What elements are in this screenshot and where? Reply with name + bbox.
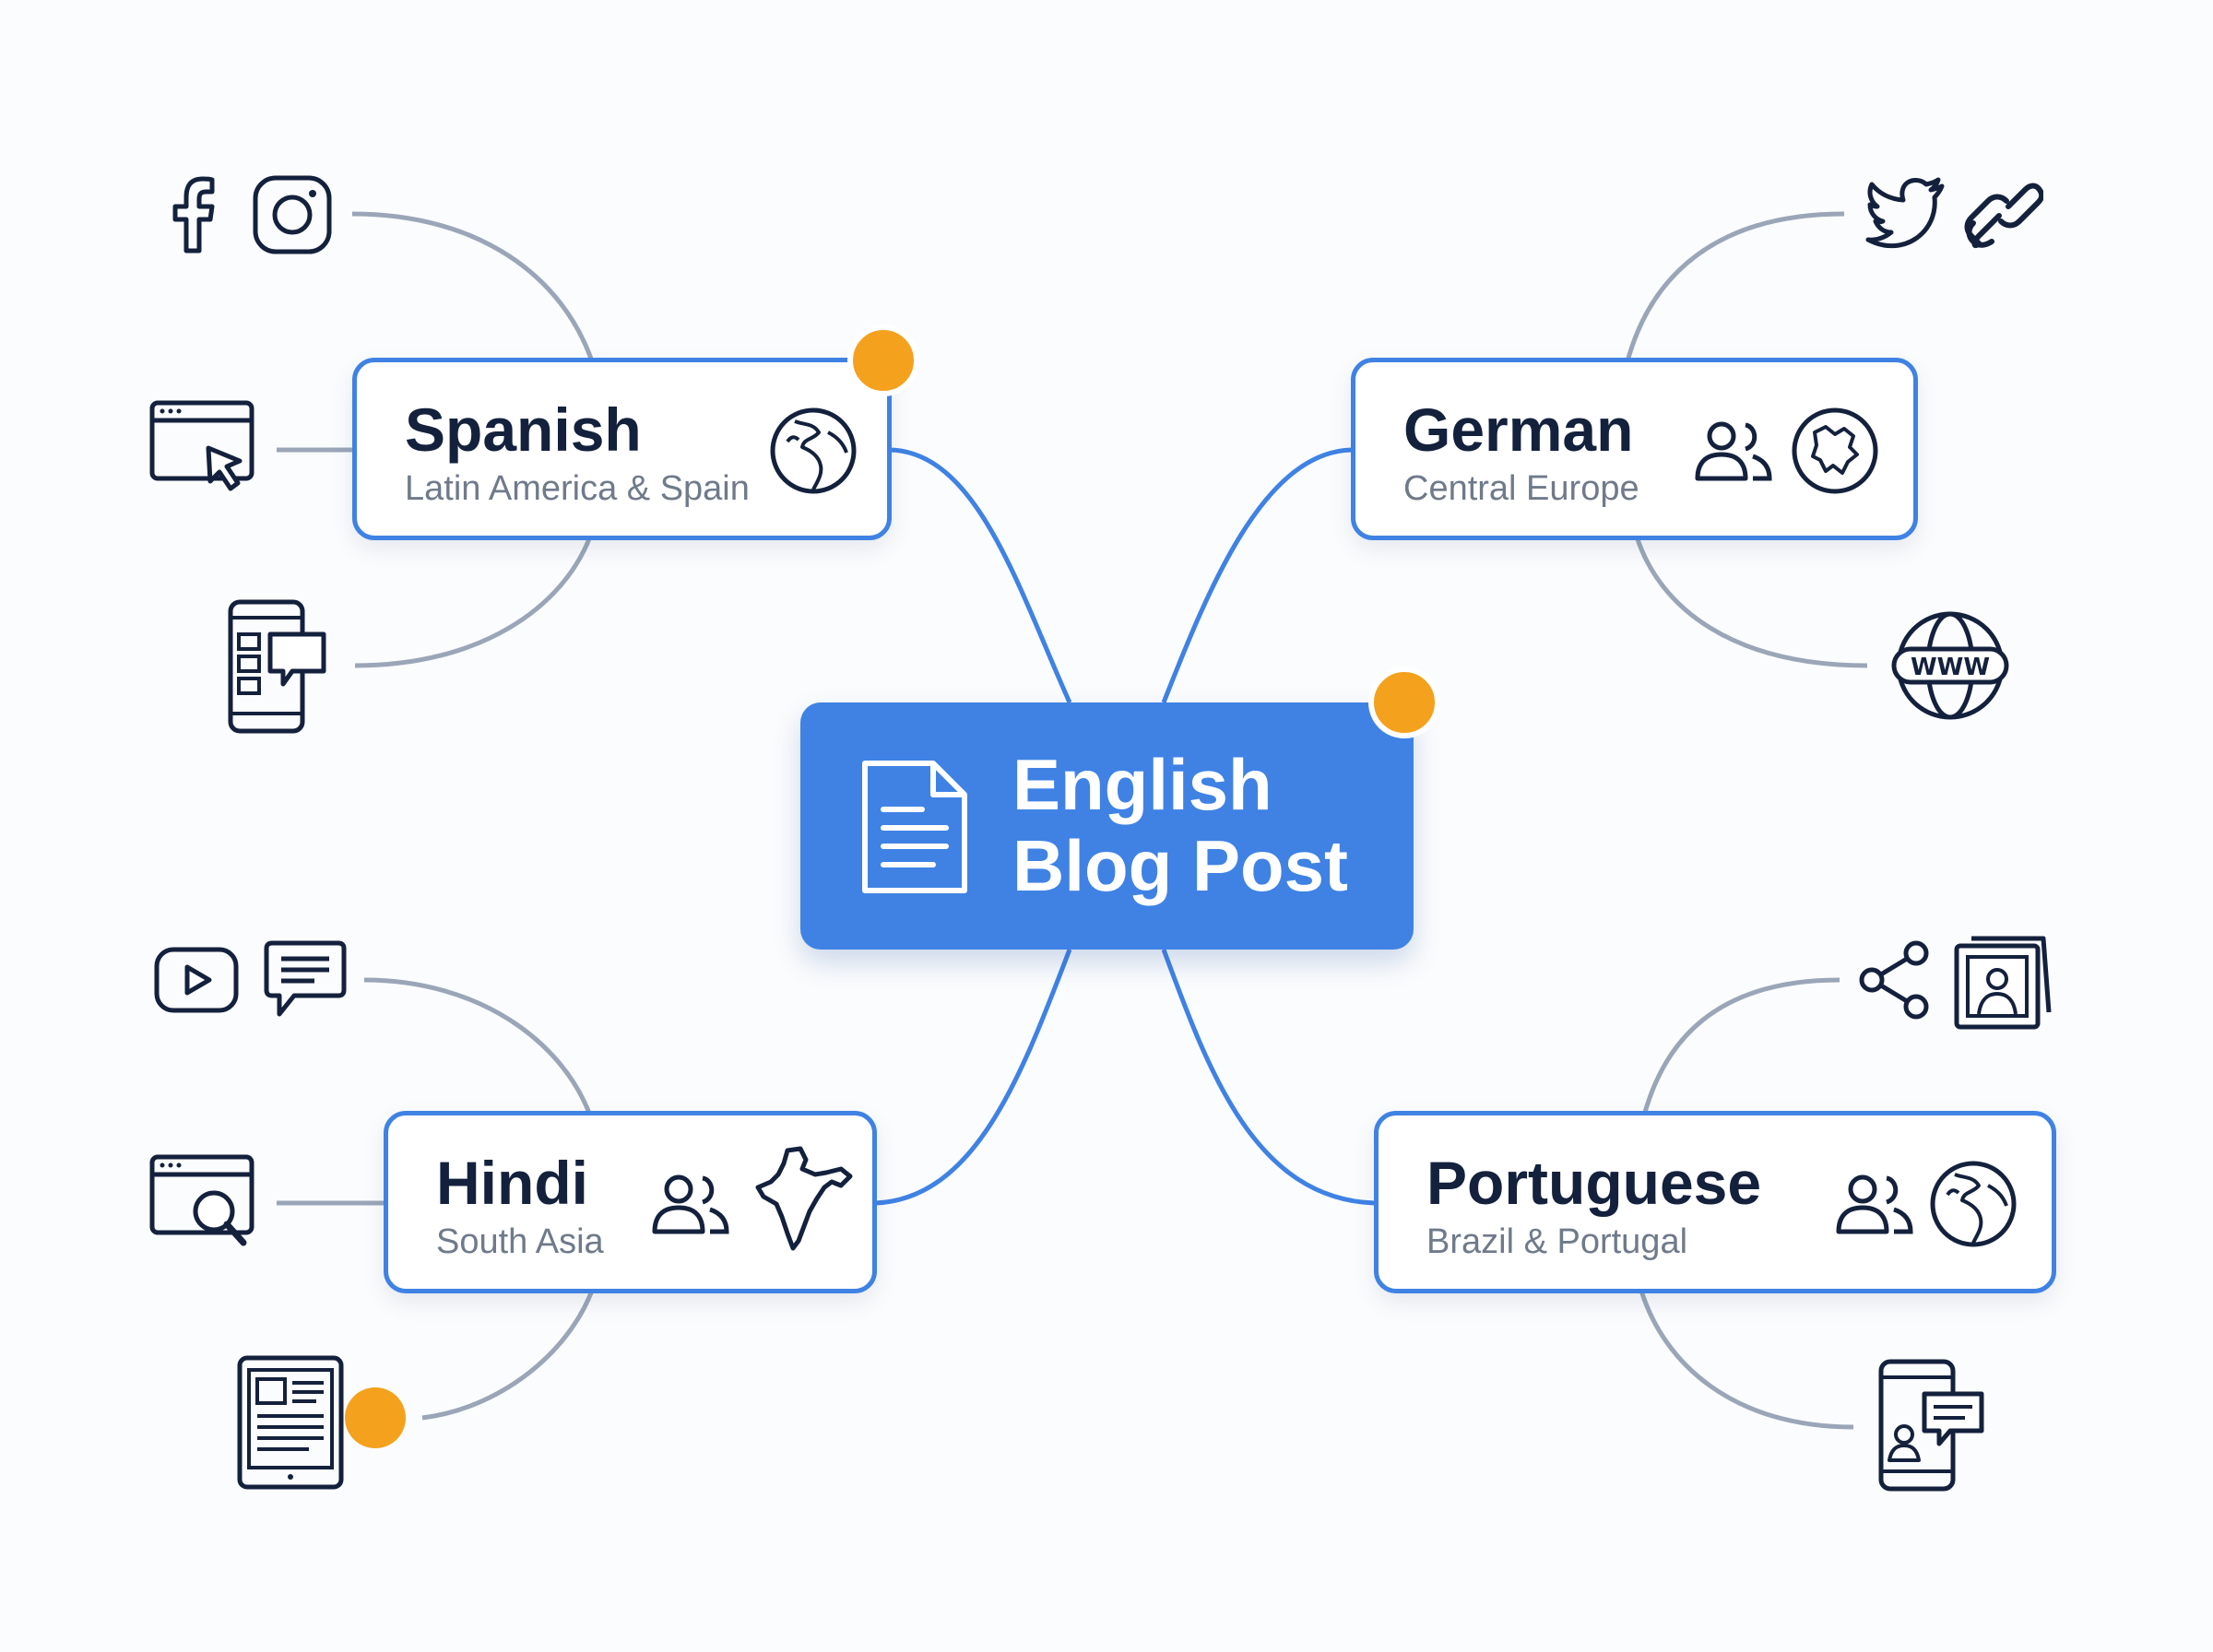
connector-german-social bbox=[1625, 211, 1845, 362]
node-portuguese-subtitle: Brazil & Portugal bbox=[1426, 1222, 1688, 1261]
connector-portuguese-share bbox=[1641, 977, 1840, 1116]
node-spanish-title: Spanish bbox=[405, 395, 642, 464]
connector-spanish-mobile bbox=[354, 536, 593, 668]
document-icon bbox=[862, 761, 967, 893]
globe-americas-icon bbox=[1930, 1161, 2017, 1247]
node-german-subtitle: Central Europe bbox=[1403, 469, 1639, 508]
spanish-status-dot bbox=[847, 324, 919, 396]
users-icon bbox=[1695, 421, 1772, 481]
node-portuguese[interactable]: Portuguese Brazil & Portugal bbox=[1374, 1111, 2056, 1293]
globe-americas-icon bbox=[770, 407, 857, 494]
connector-portuguese bbox=[1161, 949, 1375, 1206]
connector-hindi-tablet bbox=[421, 1290, 595, 1421]
connector-spanish-social bbox=[351, 211, 595, 362]
hindi-status-dot bbox=[345, 1387, 406, 1448]
share-icon[interactable] bbox=[1855, 938, 1935, 1021]
center-node[interactable]: English Blog Post bbox=[800, 702, 1414, 950]
node-hindi[interactable]: Hindi South Asia bbox=[384, 1111, 877, 1293]
node-spanish-subtitle: Latin America & Spain bbox=[405, 469, 750, 508]
connector-hindi-media bbox=[363, 977, 593, 1116]
mobile-chat-icon[interactable] bbox=[226, 597, 329, 736]
comment-icon[interactable] bbox=[263, 938, 348, 1020]
center-title-line2: Blog Post bbox=[1012, 825, 1348, 906]
browser-search-icon[interactable] bbox=[148, 1152, 258, 1256]
users-icon bbox=[1836, 1174, 1913, 1234]
video-play-icon[interactable] bbox=[152, 945, 241, 1015]
india-map-icon bbox=[755, 1146, 853, 1251]
node-german-title: German bbox=[1403, 395, 1634, 464]
center-status-dot bbox=[1368, 667, 1440, 738]
photo-profile-icon[interactable] bbox=[1951, 929, 2054, 1031]
svg-text:WWW: WWW bbox=[1911, 654, 1990, 681]
node-hindi-subtitle: South Asia bbox=[436, 1222, 604, 1261]
node-portuguese-title: Portuguese bbox=[1426, 1149, 1762, 1217]
www-globe-icon[interactable]: WWW bbox=[1890, 608, 2010, 723]
globe-europe-icon bbox=[1792, 407, 1878, 494]
instagram-icon[interactable] bbox=[251, 173, 334, 256]
node-german[interactable]: German Central Europe bbox=[1351, 358, 1918, 540]
facebook-icon[interactable] bbox=[166, 173, 221, 256]
tablet-article-icon[interactable] bbox=[235, 1353, 346, 1492]
connector-german-web bbox=[1634, 536, 1868, 668]
node-spanish[interactable]: Spanish Latin America & Spain bbox=[352, 358, 892, 540]
link-icon[interactable] bbox=[1964, 171, 2043, 251]
connector-portuguese-mobile bbox=[1639, 1290, 1854, 1430]
connector-german bbox=[1161, 447, 1353, 703]
connector-spanish bbox=[889, 447, 1072, 704]
node-hindi-title: Hindi bbox=[436, 1149, 588, 1217]
mobile-profile-chat-icon[interactable] bbox=[1876, 1357, 1987, 1493]
users-icon bbox=[652, 1174, 729, 1234]
twitter-icon[interactable] bbox=[1864, 175, 1947, 249]
center-title-line1: English bbox=[1012, 744, 1272, 825]
browser-cursor-icon[interactable] bbox=[148, 398, 258, 502]
connector-hindi bbox=[875, 949, 1072, 1206]
